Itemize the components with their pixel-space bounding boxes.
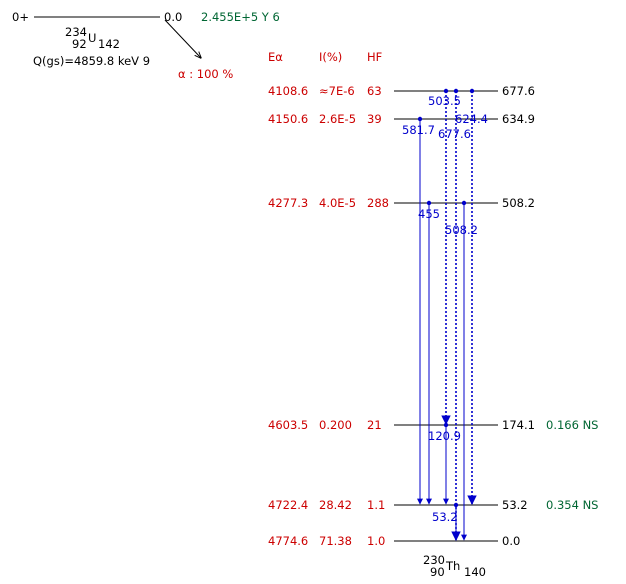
parent-neutron-number: 142 (98, 37, 120, 51)
level-energy-4: 53.2 (502, 498, 528, 512)
level-ealpha-5: 4774.6 (268, 534, 308, 548)
level-ealpha-0: 4108.6 (268, 84, 308, 98)
column-header-hf: HF (367, 50, 382, 64)
column-header-intensity: I(%) (319, 50, 342, 64)
gamma-label-5: 508.2 (445, 223, 478, 237)
gamma-origin-dot-2 (443, 88, 449, 94)
gamma-label-7: 53.2 (432, 510, 458, 524)
level-intensity-1: 2.6E-5 (319, 112, 356, 126)
parent-mass-number: 234 (65, 25, 87, 39)
gamma-origin-dot-0 (417, 116, 423, 122)
daughter-mass-number: 230 (423, 553, 445, 567)
parent-atomic-number: 92 (72, 37, 87, 51)
daughter-neutron-number: 140 (464, 565, 486, 579)
level-ealpha-1: 4150.6 (268, 112, 308, 126)
gamma-label-0: 581.7 (402, 123, 435, 137)
level-hf-3: 21 (367, 418, 382, 432)
level-hf-2: 288 (367, 196, 389, 210)
level-hf-0: 63 (367, 84, 382, 98)
gamma-origin-dot-7 (453, 502, 459, 508)
level-hf-4: 1.1 (367, 498, 385, 512)
gamma-origin-dot-1 (426, 200, 432, 206)
level-energy-5: 0.0 (502, 534, 520, 548)
column-header-ealpha: Eα (268, 50, 283, 64)
gamma-label-6: 624.4 (455, 112, 488, 126)
daughter-levels: 4108.6 ≈7E-6 63 677.6 4150.6 2.6E-5 39 634.9 427… (268, 84, 598, 548)
gamma-label-1: 455 (418, 207, 440, 221)
level-energy-0: 677.6 (502, 84, 535, 98)
level-hf-5: 1.0 (367, 534, 385, 548)
level-intensity-4: 28.42 (319, 498, 352, 512)
gamma-origin-dot-5 (461, 200, 467, 206)
parent-energy: 0.0 (164, 10, 182, 24)
gamma-origin-dot-6 (469, 88, 475, 94)
daughter-atomic-number: 90 (430, 565, 445, 579)
parent-symbol: U (88, 31, 96, 45)
parent-halflife: 2.455E+5 Y 6 (201, 10, 280, 24)
level-energy-2: 508.2 (502, 196, 535, 210)
gamma-origin-dot-3 (443, 422, 449, 428)
gamma-label-3: 120.9 (428, 429, 461, 443)
decay-mode-label: α : 100 % (178, 67, 233, 81)
level-energy-3: 174.1 (502, 418, 535, 432)
level-ealpha-2: 4277.3 (268, 196, 308, 210)
level-intensity-5: 71.38 (319, 534, 352, 548)
level-intensity-2: 4.0E-5 (319, 196, 356, 210)
level-halflife-3: 0.166 NS (546, 418, 598, 432)
parent-spin: 0+ (12, 10, 29, 24)
level-energy-1: 634.9 (502, 112, 535, 126)
gamma-label-2: 503.5 (428, 94, 461, 108)
alpha-decay-arrow (164, 19, 201, 58)
level-ealpha-4: 4722.4 (268, 498, 308, 512)
daughter-symbol: Th (445, 559, 460, 573)
gamma-transitions: 581.7 455 503.5 120.9 677.6 508.2 624.4 53.2 (402, 88, 488, 541)
parent-q-value: Q(gs)=4859.8 keV 9 (33, 54, 150, 68)
level-halflife-4: 0.354 NS (546, 498, 598, 512)
gamma-label-4: 677.6 (438, 127, 471, 141)
level-ealpha-3: 4603.5 (268, 418, 308, 432)
level-intensity-3: 0.200 (319, 418, 352, 432)
level-hf-1: 39 (367, 112, 382, 126)
gamma-origin-dot-4 (453, 88, 459, 94)
level-intensity-0: ≈7E-6 (319, 84, 355, 98)
